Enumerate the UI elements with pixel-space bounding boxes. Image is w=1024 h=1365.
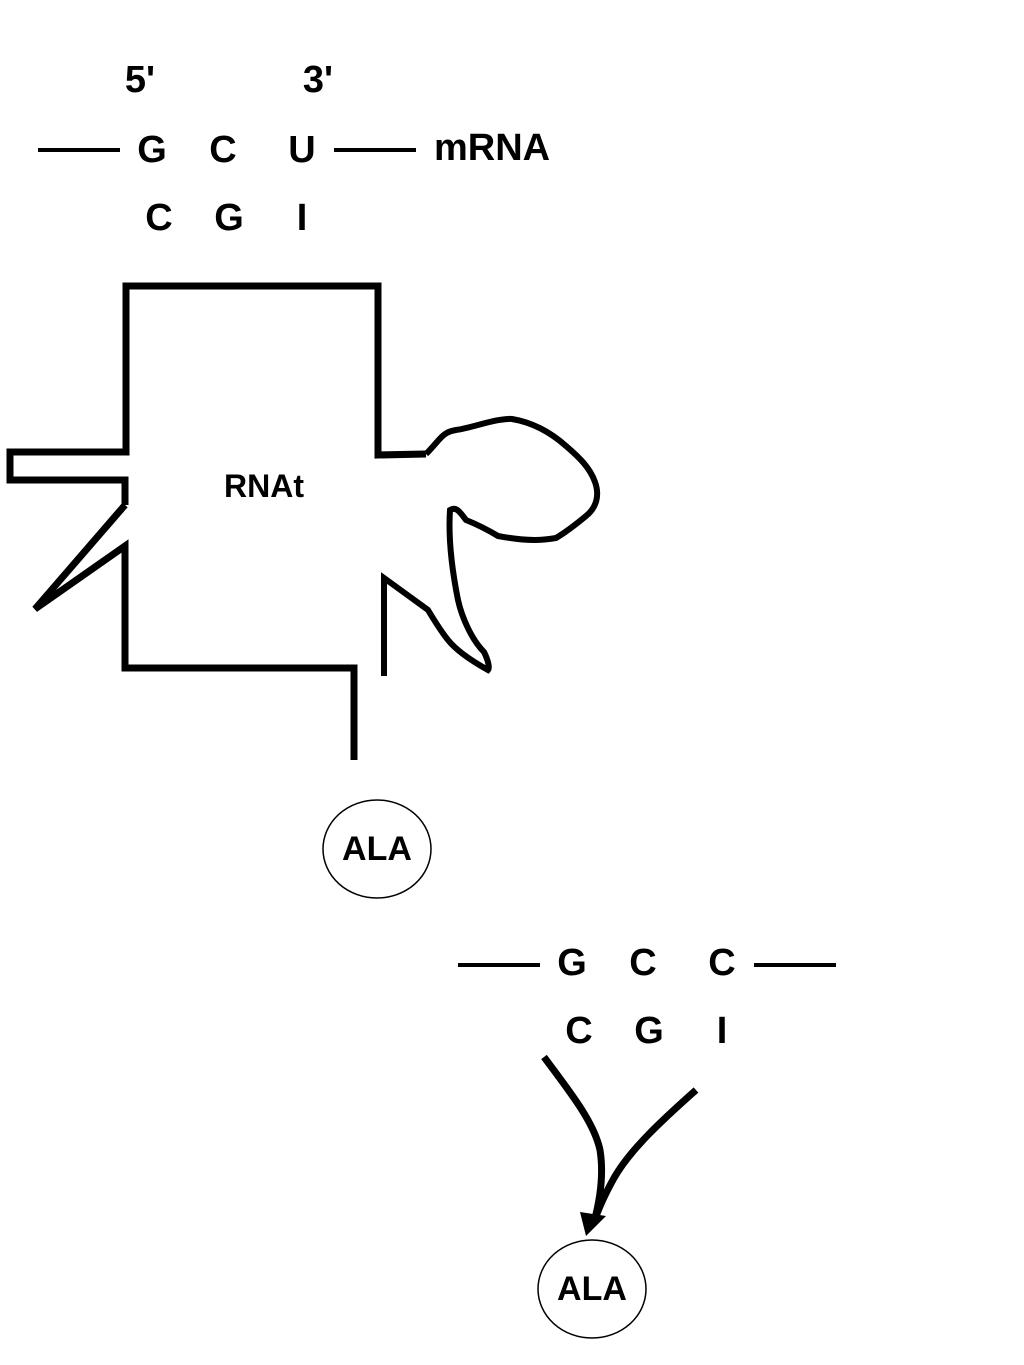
bottom-codon-base-1: G	[557, 942, 587, 984]
top-anticodon-base-3: I	[297, 197, 308, 239]
bottom-anticodon-base-2: G	[634, 1010, 664, 1052]
bottom-codon-base-3: C	[708, 942, 735, 984]
trna-shape: RNAt	[6, 282, 601, 760]
top-amino-acid: ALA	[322, 799, 432, 899]
five-prime-label: 5'	[125, 59, 155, 101]
top-codon-base-1: G	[137, 129, 167, 171]
top-anticodon-base-2: G	[214, 197, 244, 239]
top-codon-base-2: C	[209, 129, 236, 171]
top-anticodon-base-1: C	[145, 197, 172, 239]
bottom-anticodon-base-1: C	[565, 1010, 592, 1052]
bottom-amino-acid-label: ALA	[557, 1270, 627, 1308]
left-arrow-curve	[541, 1054, 606, 1223]
bottom-codon-base-2: C	[629, 942, 656, 984]
arrow-head-icon	[580, 1212, 606, 1236]
trna-label: RNAt	[224, 468, 304, 504]
top-codon-base-3: U	[288, 129, 315, 171]
trna-lower-outline	[32, 502, 358, 760]
bottom-amino-acid: ALA	[537, 1239, 647, 1339]
top-amino-acid-circle	[322, 799, 432, 899]
top-mrna-group: 5' 3' G C U mRNA C G I	[38, 59, 550, 239]
trna-upper-outline	[6, 282, 427, 505]
mrna-label: mRNA	[434, 127, 550, 169]
bottom-mrna-group: G C C C G I	[458, 942, 836, 1052]
bottom-amino-acid-circle	[537, 1239, 647, 1339]
trna-right-loop	[381, 415, 601, 676]
three-prime-label: 3'	[303, 59, 333, 101]
top-amino-acid-label: ALA	[342, 830, 412, 868]
right-arrow-curve	[590, 1087, 699, 1224]
converging-arrows	[541, 1054, 699, 1236]
bottom-anticodon-base-3: I	[717, 1010, 728, 1052]
